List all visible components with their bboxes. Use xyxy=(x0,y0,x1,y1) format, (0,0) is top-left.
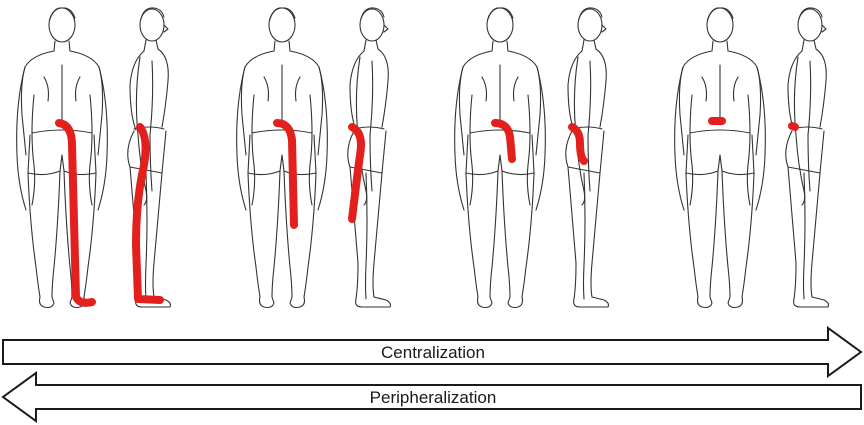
pain-region-back-view xyxy=(273,119,298,229)
centralization-arrow: Centralization xyxy=(2,326,863,378)
back-view-figure xyxy=(16,7,108,309)
pain-region-side-view xyxy=(348,123,365,223)
stage-2-knee xyxy=(236,7,392,309)
pain-region-side-view xyxy=(132,123,164,304)
centralization-label: Centralization xyxy=(381,343,485,362)
stage-3-buttock xyxy=(454,7,610,309)
pain-region-side-view xyxy=(568,123,588,165)
stage-1-foot xyxy=(16,7,172,309)
right-arrow-icon xyxy=(2,326,863,378)
pain-region-back-view xyxy=(491,119,516,163)
back-view-figure xyxy=(674,7,766,309)
pain-region-side-view xyxy=(788,122,799,131)
peripheralization-arrow: Peripheralization xyxy=(1,371,862,423)
back-view-figure xyxy=(236,7,328,309)
left-arrow-icon xyxy=(1,371,862,423)
side-view-figure xyxy=(565,7,610,308)
pain-region-back-view xyxy=(55,119,96,307)
side-view-figure xyxy=(347,7,392,308)
peripheralization-label: Peripheralization xyxy=(370,388,497,407)
side-view-figure xyxy=(785,7,830,308)
stage-4-low-back xyxy=(674,7,830,309)
back-view-figure xyxy=(454,7,546,309)
